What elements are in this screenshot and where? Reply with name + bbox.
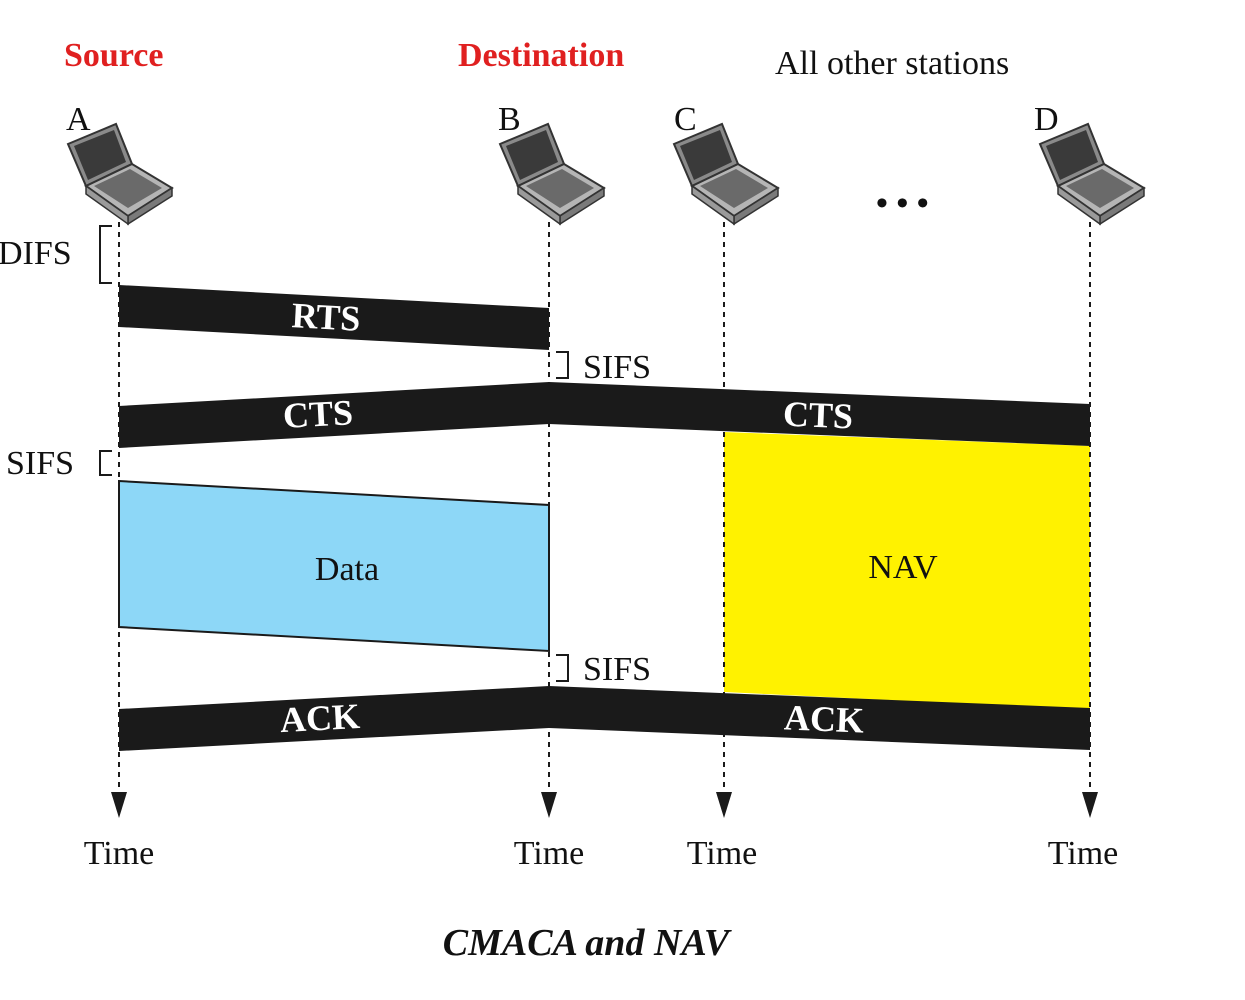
sifs-bracket-b2 <box>556 654 569 682</box>
difs-label: DIFS <box>0 235 72 272</box>
station-b-label: B <box>498 101 521 138</box>
sifs-bracket-b1 <box>556 351 569 379</box>
station-a-label: A <box>66 101 91 138</box>
station-d-label: D <box>1034 101 1059 138</box>
data-frame <box>118 479 550 653</box>
time-label-b: Time <box>514 835 585 872</box>
nav-label: NAV <box>868 549 938 586</box>
timeline-d-arrow-icon <box>1082 792 1098 818</box>
source-label: Source <box>64 37 163 74</box>
time-label-d: Time <box>1048 835 1119 872</box>
timeline-c-arrow-icon <box>716 792 732 818</box>
timeline-b-arrow-icon <box>541 792 557 818</box>
ack-label-left: ACK <box>279 696 361 740</box>
laptop-c-icon <box>673 123 779 225</box>
ack-frame-left <box>119 686 549 751</box>
time-label-c: Time <box>687 835 758 872</box>
ellipsis: • • • <box>876 185 929 222</box>
difs-bracket <box>99 225 112 284</box>
ack-frame-right <box>549 686 1090 750</box>
laptop-d-icon <box>1039 123 1145 225</box>
laptop-a-icon <box>67 123 173 225</box>
laptop-b-icon <box>499 123 605 225</box>
destination-label: Destination <box>458 37 624 74</box>
sifs-label-b1: SIFS <box>583 349 651 386</box>
cts-frame-right <box>549 382 1090 446</box>
time-label-a: Time <box>84 835 155 872</box>
other-stations-label: All other stations <box>775 45 1009 82</box>
cts-label-left: CTS <box>282 392 354 436</box>
cts-frame-left <box>119 382 549 448</box>
sifs-label-a: SIFS <box>6 445 74 482</box>
data-label: Data <box>315 551 379 588</box>
cts-label-right: CTS <box>782 394 854 437</box>
nav-region <box>724 432 1090 710</box>
sifs-bracket-a <box>99 450 112 476</box>
sifs-label-b2: SIFS <box>583 651 651 688</box>
figure-caption: CMACA and NAV <box>443 922 732 964</box>
rts-frame <box>119 285 549 350</box>
station-c-label: C <box>674 101 697 138</box>
rts-label: RTS <box>291 295 362 339</box>
timeline-a-arrow-icon <box>111 792 127 818</box>
ack-label-right: ACK <box>783 697 865 740</box>
